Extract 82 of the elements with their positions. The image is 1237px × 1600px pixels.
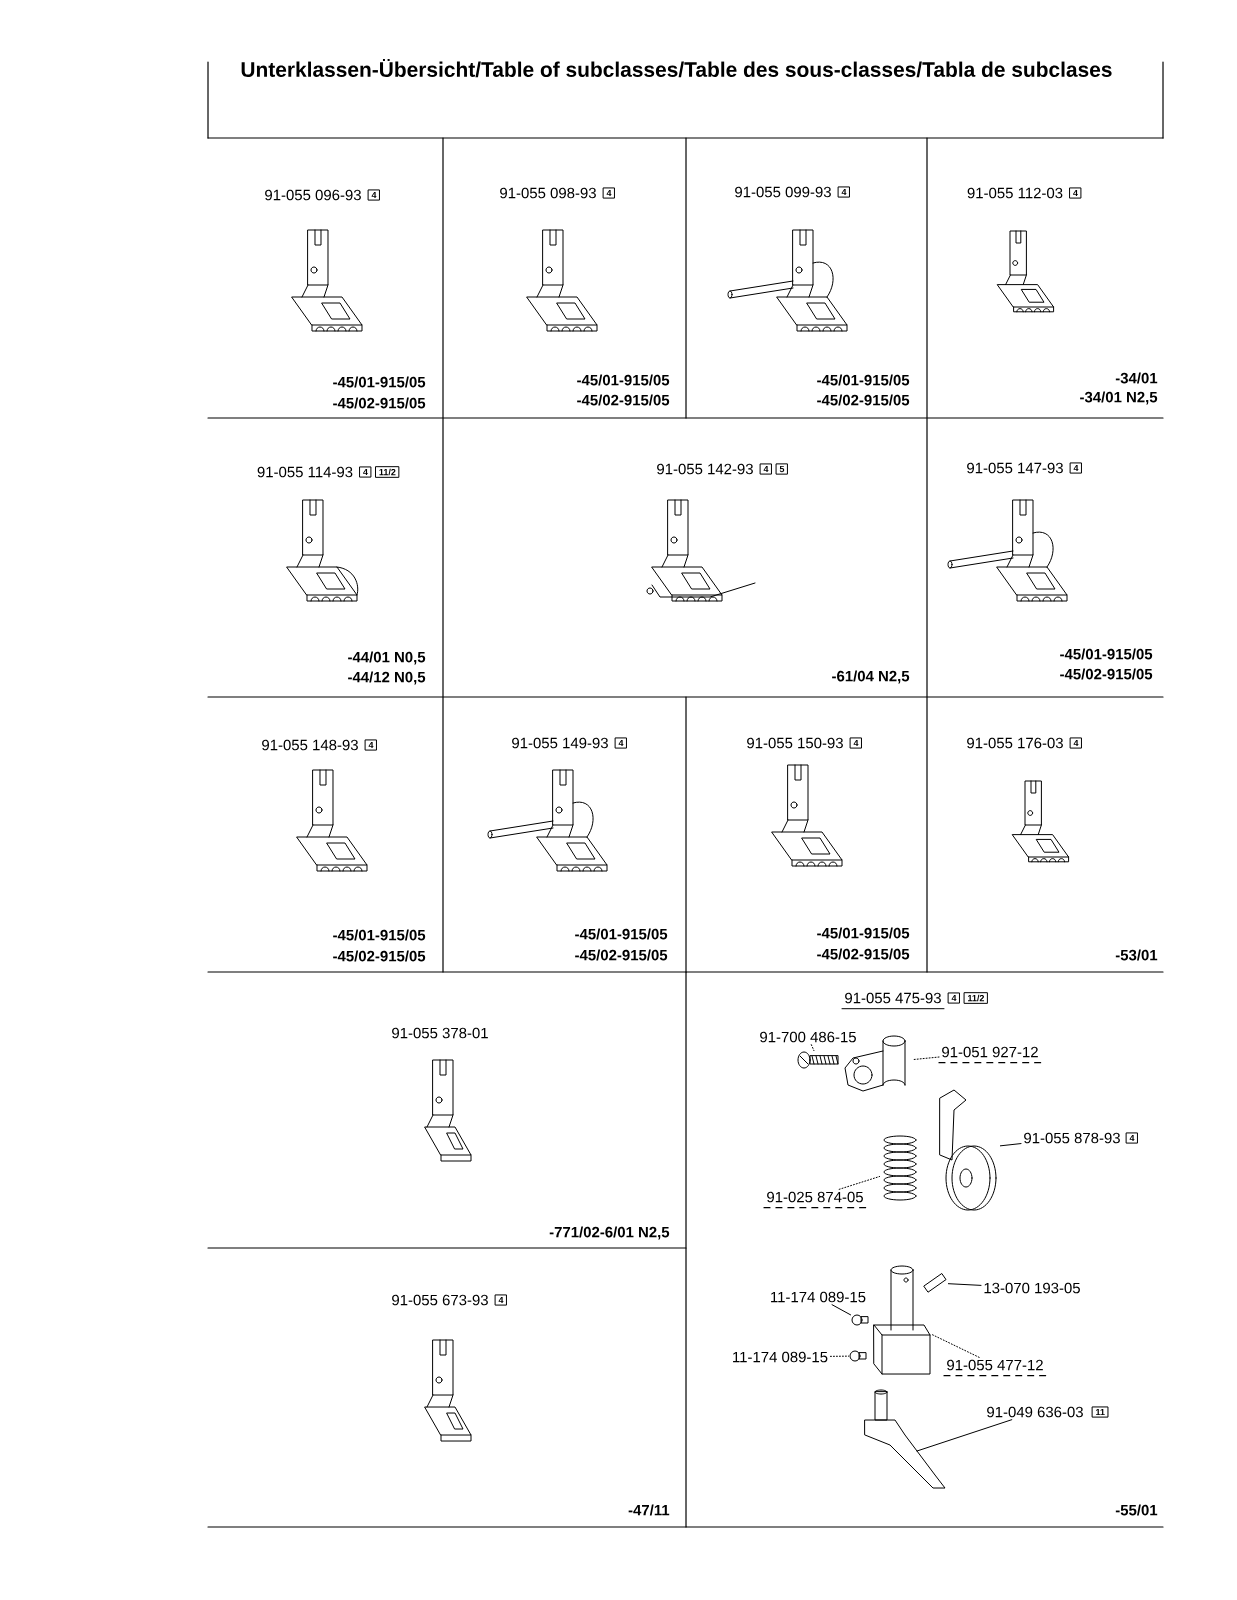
roller-drawing: [939, 1089, 997, 1211]
presser-foot-drawing: [864, 1389, 946, 1489]
subclass-number: -34/01 N2,5: [1080, 391, 1158, 405]
part-number: 91-055 096-93: [265, 189, 361, 201]
subclass-number: -47/11: [628, 1504, 670, 1516]
leader-line: [931, 1334, 980, 1358]
title: Unterklassen-Übersicht/Table of subclasses/Table des sous-classes/Tabla de subclases: [241, 58, 1112, 78]
part-number: 91-055 148-93: [262, 739, 358, 751]
leader-line: [916, 1419, 1013, 1452]
boxed-number: 4: [1069, 187, 1082, 199]
spring-drawing: [883, 1135, 917, 1201]
screw-drawing: [797, 1051, 839, 1069]
boxed-number: 11: [1092, 1406, 1109, 1418]
boxed-number: 4: [615, 737, 627, 749]
boxed-number: 4: [948, 992, 960, 1004]
part-number: 91-025 874-05: [763, 1191, 867, 1209]
part-number: 11-174 089-15: [733, 1351, 828, 1363]
leader-line: [912, 1056, 940, 1061]
subclass-number: -45/01-915/05: [575, 928, 668, 940]
leader-line: [947, 1283, 982, 1286]
boxed-number: 4: [1126, 1132, 1138, 1144]
leader-line: [810, 1044, 815, 1052]
boxed-number: 11/2: [375, 466, 400, 478]
boxed-number: 4: [850, 737, 862, 749]
part-number: 11-174 089-15: [771, 1291, 866, 1303]
part-number: 91-055 878-93: [1024, 1132, 1120, 1144]
part-number: 91-700 486-15: [760, 1031, 856, 1043]
subclass-number: -55/01: [1115, 1504, 1158, 1516]
boxed-number: 4: [368, 189, 380, 201]
subclass-number: -45/01-915/05: [333, 929, 426, 941]
part-number: 91-055 150-93: [747, 737, 843, 749]
boxed-number: 4: [365, 739, 377, 751]
subclass-number: -45/02-915/05: [333, 950, 426, 962]
part-number: 91-055 475-93: [841, 992, 945, 1010]
boxed-number: 4: [359, 466, 372, 478]
subclass-number: -45/01-915/05: [333, 376, 426, 388]
part-number: 91-055 477-12: [943, 1359, 1047, 1377]
subclass-number: -45/02-915/05: [575, 949, 668, 961]
part-number: 91-049 636-03: [987, 1406, 1083, 1418]
part-number: 91-055 112-03: [967, 187, 1063, 199]
boxed-number: 11/2: [963, 992, 988, 1004]
part-number: 91-055 099-93: [735, 186, 831, 198]
subclass-number: -34/01: [1115, 372, 1158, 384]
part-number: 91-055 673-93: [392, 1294, 488, 1306]
subclass-number: -45/01-915/05: [1060, 648, 1153, 660]
subclass-number: -53/01: [1115, 949, 1158, 961]
subclass-number: -45/02-915/05: [1060, 668, 1153, 680]
screw-drawing: [849, 1350, 867, 1362]
holder-drawing: [873, 1265, 931, 1375]
part-number: 13-070 193-05: [984, 1282, 1080, 1294]
boxed-number: 5: [775, 463, 788, 475]
part-number: 91-055 098-93: [500, 187, 596, 199]
screw-drawing: [851, 1314, 869, 1326]
leader-line: [999, 1143, 1022, 1147]
subclass-number: -45/02-915/05: [577, 394, 670, 406]
pin-drawing: [923, 1273, 947, 1293]
boxed-number: 4: [838, 186, 850, 198]
boxed-number: 4: [1070, 737, 1082, 749]
subclass-number: -45/02-915/05: [333, 397, 426, 409]
subclass-number: -45/01-915/05: [817, 374, 910, 386]
part-number: 91-055 114-93: [257, 466, 353, 478]
boxed-number: 4: [603, 187, 615, 199]
part-number: 91-055 149-93: [512, 737, 608, 749]
leader-line: [829, 1355, 850, 1357]
subclass-number: -45/01-915/05: [577, 374, 670, 386]
subclass-number: -771/02-6/01 N2,5: [549, 1226, 670, 1240]
part-number: 91-055 147-93: [967, 462, 1063, 474]
boxed-number: 4: [1070, 462, 1082, 474]
subclass-number: -61/04 N2,5: [832, 670, 910, 684]
part-number: 91-055 176-03: [967, 737, 1063, 749]
leader-line: [831, 1304, 852, 1316]
boxed-number: 4: [760, 463, 772, 475]
subclass-number: -45/02-915/05: [817, 394, 910, 406]
subclass-number: -44/12 N0,5: [348, 671, 426, 685]
boxed-number: 4: [495, 1294, 507, 1306]
part-number: 91-051 927-12: [938, 1046, 1042, 1064]
subclass-number: -45/01-915/05: [817, 927, 910, 939]
part-number: 91-055 142-93: [657, 463, 753, 475]
subclass-number: -45/02-915/05: [817, 948, 910, 960]
part-number: 91-055 378-01: [392, 1027, 488, 1039]
leader-line: [838, 1176, 881, 1190]
subclass-number: -44/01 N0,5: [348, 651, 426, 665]
